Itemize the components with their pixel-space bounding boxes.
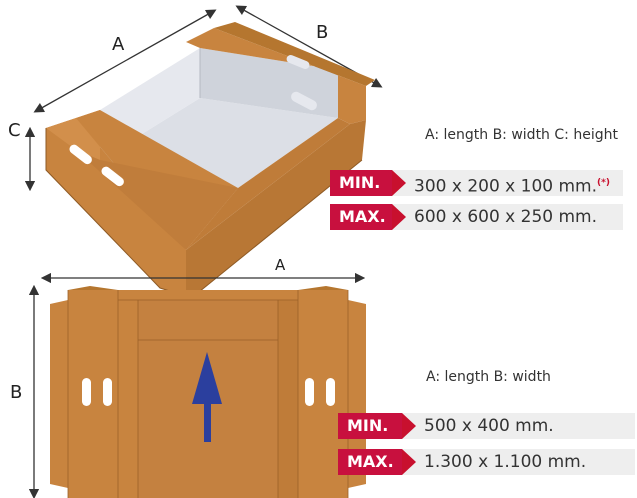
box-front-right-wall (186, 120, 366, 296)
bottom-dimension-label-a: A (275, 256, 286, 274)
bottom-dimension-label-b: B (10, 382, 23, 403)
top-max-tag: MAX. (330, 204, 406, 230)
top-min-value: 300 x 200 x 100 mm. (414, 176, 598, 197)
bottom-min-row: MIN. 500 x 400 mm. (338, 413, 635, 439)
top-min-note: (*) (597, 178, 610, 188)
bottom-max-value-box: 1.300 x 1.100 mm. (402, 449, 635, 475)
top-min-tag: MIN. (330, 170, 406, 196)
top-max-row: MAX. 600 x 600 x 250 mm. (330, 204, 623, 230)
bottom-min-tag: MIN. (338, 413, 416, 439)
top-max-value: 600 x 600 x 250 mm. (414, 207, 598, 227)
box-back-flap (186, 28, 366, 124)
bottom-max-row: MAX. 1.300 x 1.100 mm. (338, 449, 635, 475)
bottom-legend: A: length B: width (426, 369, 551, 385)
flat-blank-illustration (50, 286, 366, 498)
dimension-line-a-top (33, 9, 217, 113)
box-front-left-wall (46, 118, 186, 296)
bottom-min-value: 500 x 400 mm. (424, 416, 554, 436)
top-dimension-label-a: A (112, 34, 125, 55)
bottom-max-tag: MAX. (338, 449, 416, 475)
top-max-value-box: 600 x 600 x 250 mm. (392, 204, 623, 230)
top-dimension-label-b: B (316, 22, 329, 43)
top-min-value-box: 300 x 200 x 100 mm.(*) (392, 170, 623, 197)
top-legend: A: length B: width C: height (425, 127, 618, 143)
top-min-row: MIN. 300 x 200 x 100 mm.(*) (330, 170, 623, 197)
bottom-max-value: 1.300 x 1.100 mm. (424, 452, 587, 472)
up-arrow-icon (192, 352, 222, 442)
bottom-min-value-box: 500 x 400 mm. (402, 413, 635, 439)
top-dimension-label-c: C (8, 120, 21, 141)
